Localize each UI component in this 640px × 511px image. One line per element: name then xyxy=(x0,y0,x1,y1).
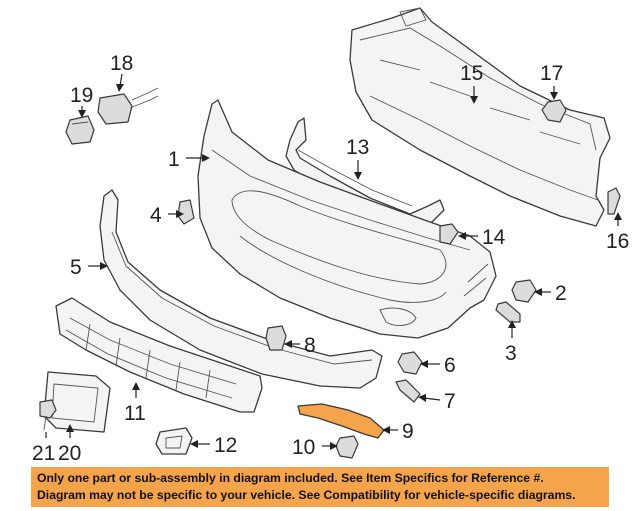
callout-9: 9 xyxy=(402,420,414,443)
callout-12: 12 xyxy=(214,434,237,457)
notice-line-1: Only one part or sub-assembly in diagram… xyxy=(37,471,544,485)
part-bolt-16 xyxy=(607,187,621,215)
callout-3: 3 xyxy=(505,342,517,365)
callout-2: 2 xyxy=(555,282,567,305)
callout-20: 20 xyxy=(58,442,81,465)
part-sensor-18 xyxy=(97,87,159,125)
part-lower-grille xyxy=(55,297,263,413)
part-license-bracket xyxy=(43,371,111,433)
part-bolt-3 xyxy=(495,301,521,323)
callout-19: 19 xyxy=(70,84,93,107)
notice-line-2: Diagram may not be specific to your vehi… xyxy=(37,488,576,502)
callout-14: 14 xyxy=(482,226,506,249)
callout-10: 10 xyxy=(292,436,315,459)
part-clip-14 xyxy=(439,223,459,245)
callout-6: 6 xyxy=(444,354,456,377)
callout-1: 1 xyxy=(168,148,180,171)
part-screw-10 xyxy=(335,435,359,459)
callout-13: 13 xyxy=(346,136,369,159)
part-lower-spoiler xyxy=(99,189,383,389)
part-bumper-cover xyxy=(197,99,497,339)
part-nut-6 xyxy=(397,351,423,375)
callout-8: 8 xyxy=(304,334,316,357)
leader-lines xyxy=(45,73,622,450)
callout-21: 21 xyxy=(32,442,55,465)
callout-18: 18 xyxy=(110,52,133,75)
compatibility-notice: Only one part or sub-assembly in diagram… xyxy=(31,467,609,507)
callout-11: 11 xyxy=(124,402,146,425)
part-nut-17 xyxy=(541,99,567,123)
callout-7: 7 xyxy=(444,390,456,413)
part-clip-8 xyxy=(265,325,287,351)
part-bolt-7 xyxy=(395,379,421,403)
part-clip-2 xyxy=(511,279,537,303)
part-clip-4 xyxy=(177,199,195,225)
part-sensor-19 xyxy=(65,115,95,145)
callout-4: 4 xyxy=(150,204,162,227)
part-9-highlighted-bracket xyxy=(297,403,385,439)
callout-5: 5 xyxy=(70,256,82,279)
callout-15: 15 xyxy=(460,62,483,85)
part-screw-21 xyxy=(39,399,57,431)
callout-17: 17 xyxy=(540,62,563,85)
callout-labels: 1 2 3 4 5 6 7 8 9 10 11 12 13 14 15 16 1… xyxy=(32,52,629,465)
callout-16: 16 xyxy=(606,230,629,253)
part-reinforcement-beam xyxy=(349,7,611,227)
part-trim-cover xyxy=(155,427,193,455)
